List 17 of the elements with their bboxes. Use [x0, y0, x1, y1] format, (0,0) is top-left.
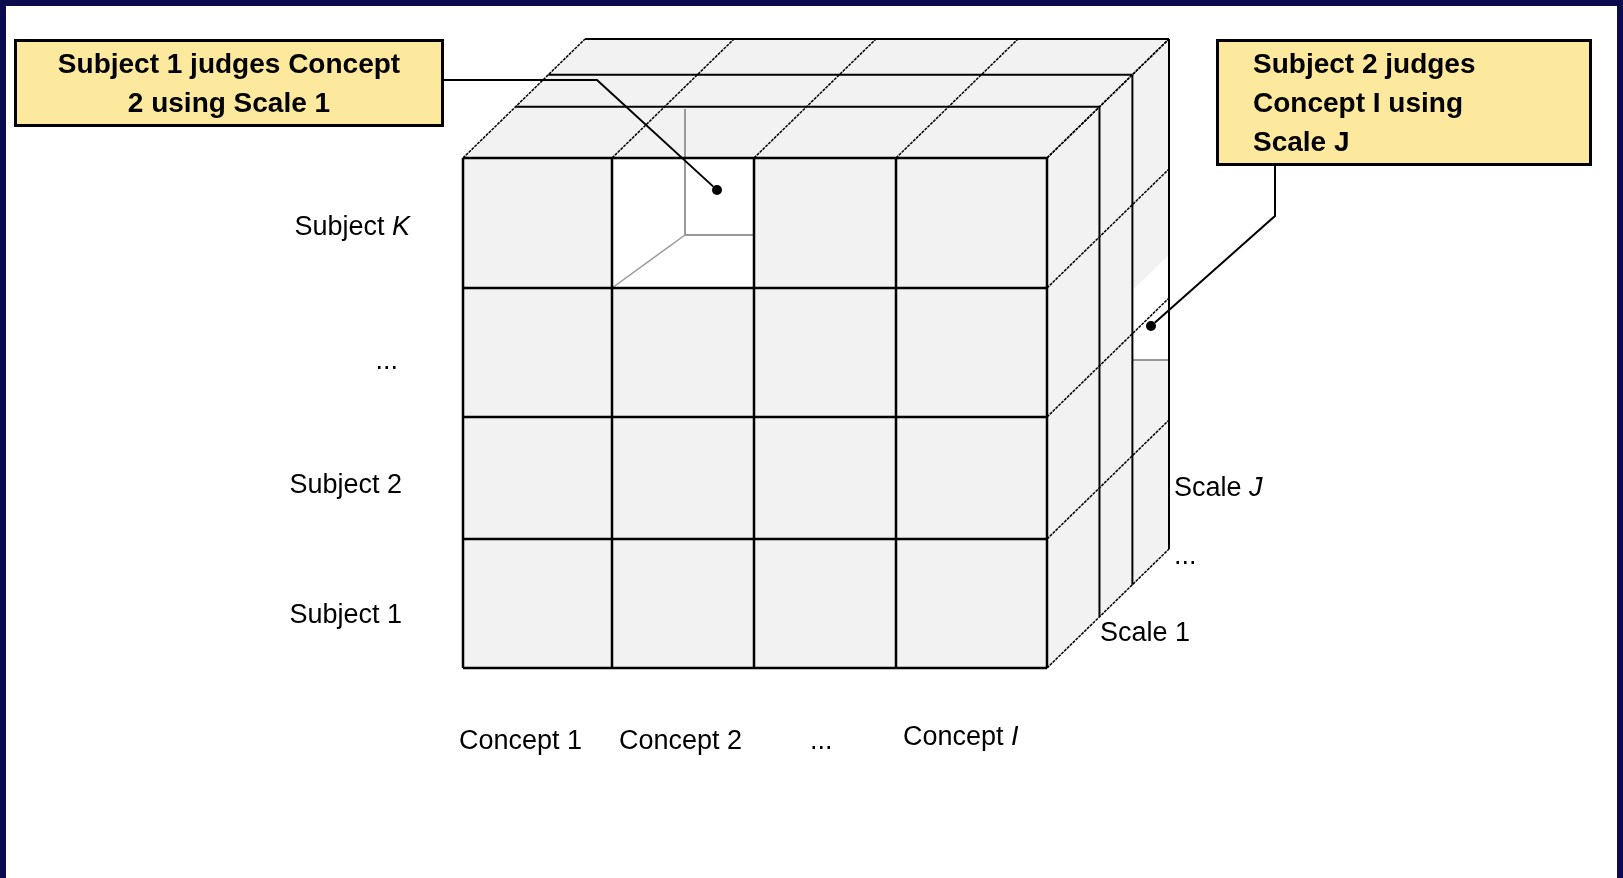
axis-label: Subject 2 [289, 468, 402, 501]
callout-box [14, 39, 444, 127]
callout-text: Subject 2 judges Concept I using Scale J [1253, 47, 1477, 159]
axis-label: Concept 2 [619, 724, 743, 757]
axis-label: Concept 1 [459, 724, 583, 757]
callout-box [1216, 39, 1592, 166]
callout-text: Subject 1 judges Concept 2 using Scale 1 [56, 47, 402, 120]
axis-label: Subject 1 [289, 598, 402, 631]
axis-label: ... [810, 724, 833, 757]
axis-label: Concept I [903, 720, 1019, 753]
axis-label: ... [375, 344, 398, 377]
axis-label: Scale J [1174, 471, 1263, 504]
axis-label: Scale 1 [1100, 616, 1191, 649]
axis-label: ... [1174, 539, 1197, 572]
leader-line [1153, 165, 1276, 324]
leader-line [443, 79, 715, 188]
axis-label: Subject K [294, 210, 410, 243]
